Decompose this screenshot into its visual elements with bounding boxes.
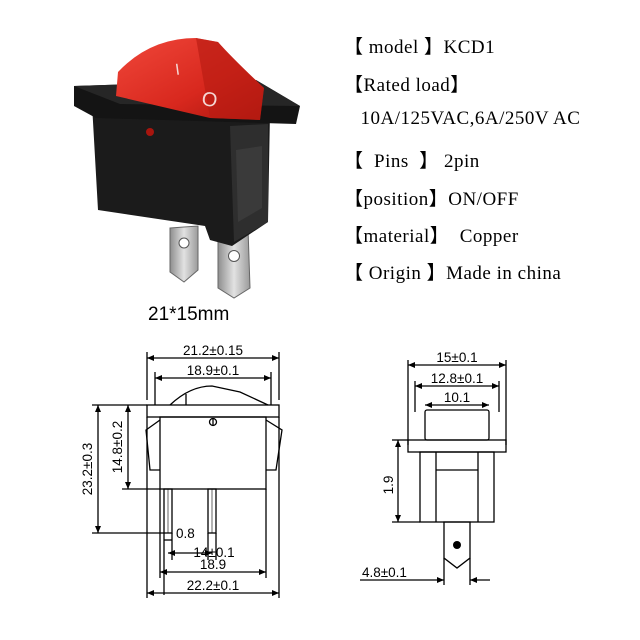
dim-front-width-outer: 21.2±0.15 bbox=[183, 343, 243, 358]
dim-front-width-inner: 18.9±0.1 bbox=[187, 363, 239, 378]
front-drawing bbox=[92, 352, 283, 598]
housing-body bbox=[92, 104, 270, 246]
dim-overall-width: 22.2±0.1 bbox=[187, 578, 239, 593]
terminal-right bbox=[217, 227, 251, 299]
dim-height-body: 14.8±0.2 bbox=[110, 421, 125, 473]
spec-rated-load-value: 10A/125VAC,6A/250V AC bbox=[350, 108, 581, 129]
dim-base-width: 18.9 bbox=[200, 557, 226, 572]
dim-height-total: 23.2±0.3 bbox=[80, 443, 95, 495]
spec-position: 【position】ON/OFF bbox=[344, 189, 519, 210]
dim-side-width-outer: 15±0.1 bbox=[436, 350, 477, 365]
off-symbol: O bbox=[200, 88, 218, 112]
terminal-left bbox=[169, 225, 199, 283]
spec-model: 【 model 】KCD1 bbox=[344, 37, 496, 58]
dim-side-clip: 1.9 bbox=[381, 476, 396, 495]
dim-side-width-inner: 10.1 bbox=[444, 390, 470, 405]
side-drawing bbox=[360, 360, 507, 585]
dim-side-width-mid: 12.8±0.1 bbox=[431, 371, 483, 386]
dim-pin-thickness: 0.8 bbox=[176, 526, 195, 541]
spec-rated-load: 【Rated load】 bbox=[344, 75, 470, 96]
size-label: 21*15mm bbox=[148, 304, 230, 325]
spec-material: 【material】 Copper bbox=[344, 226, 519, 247]
on-symbol: I bbox=[174, 62, 181, 79]
dim-pin-spacing: 14±0.1 bbox=[193, 545, 234, 560]
spec-origin: 【 Origin 】Made in china bbox=[344, 263, 562, 284]
dim-terminal-width: 4.8±0.1 bbox=[362, 565, 407, 580]
spec-pins: 【 Pins 】 2pin bbox=[344, 151, 480, 172]
